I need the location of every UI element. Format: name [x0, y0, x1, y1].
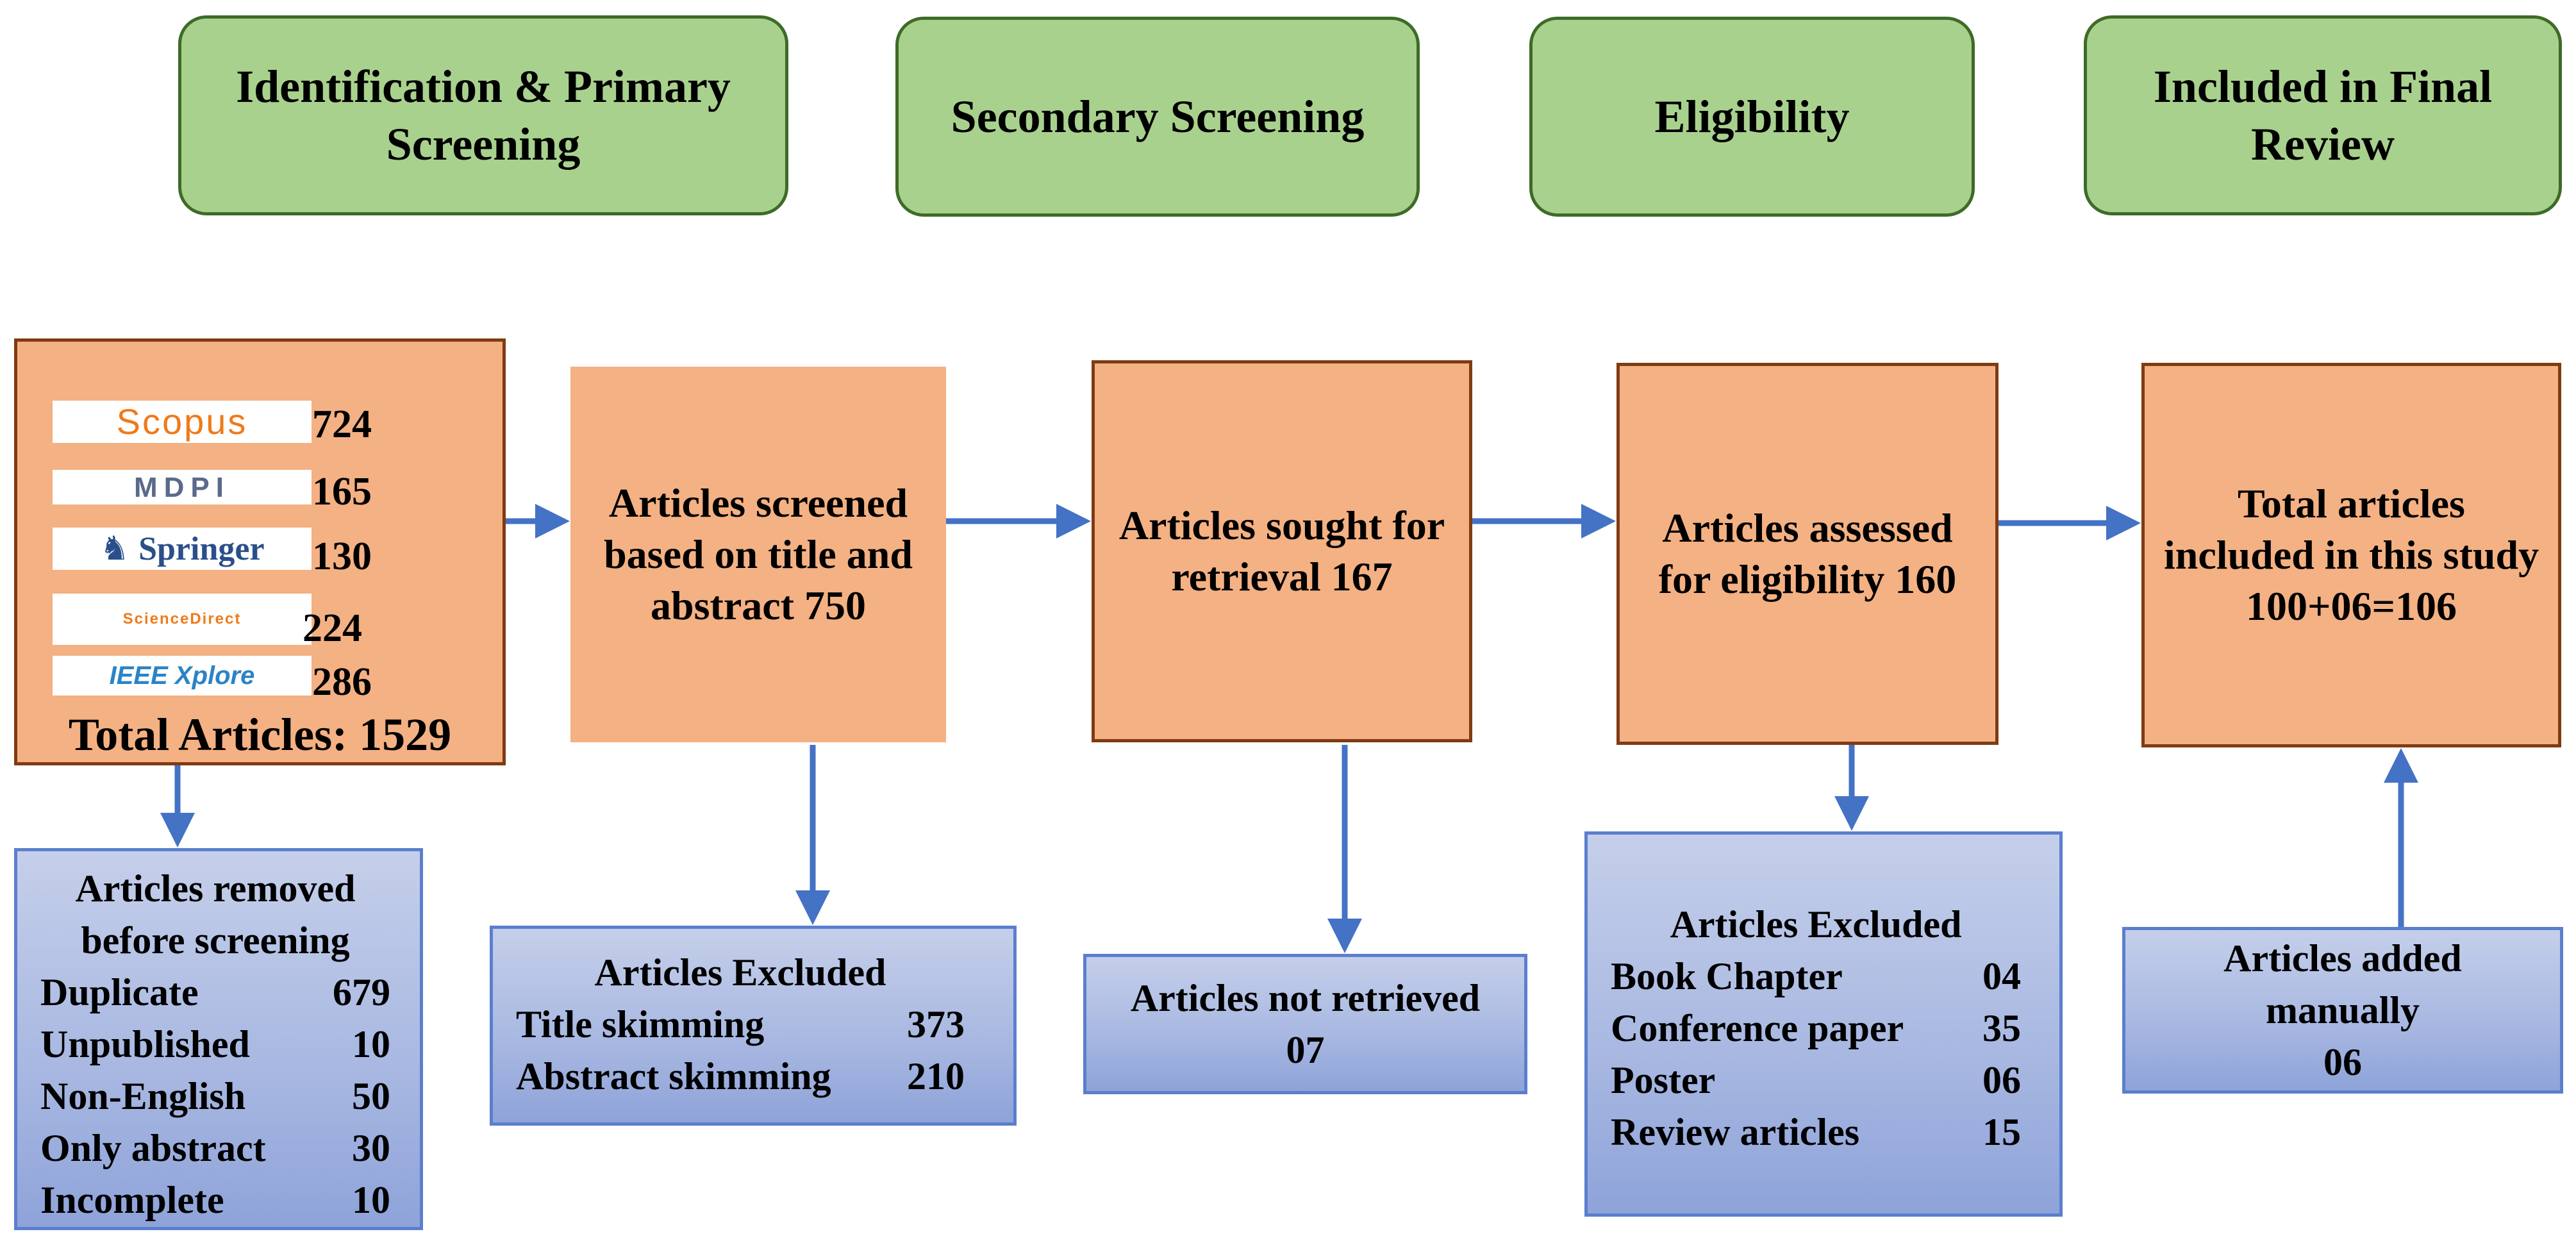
phase-identification: Identification & Primary Screening [178, 15, 788, 215]
stage-screened: Articles screened based on title and abs… [570, 367, 946, 742]
phase-identification-label: Identification & Primary Screening [236, 61, 731, 170]
source-count-sciencedirect: 224 [303, 606, 362, 650]
phase-eligibility: Eligibility [1529, 17, 1975, 217]
added-manually-value: 06 [2323, 1040, 2362, 1083]
springer-horse-icon: ♞ [99, 529, 130, 567]
sciencedirect-logo: ScienceDirect [53, 594, 312, 645]
added-manually-box: Articles added manually 06 [2122, 927, 2563, 1094]
stage-assessed: Articles assessed for eligibility 160 [1616, 363, 1998, 745]
sources-box: Scopus 724 MDPI 165 ♞ Springer 130 Scien… [14, 338, 506, 765]
not-retrieved-box: Articles not retrieved 07 [1083, 954, 1527, 1094]
scopus-logo: Scopus [53, 401, 312, 443]
source-count-springer: 130 [312, 535, 372, 578]
phase-included: Included in Final Review [2084, 15, 2562, 215]
total-articles: Total Articles: 1529 [68, 709, 452, 760]
ieee-xplore-logo: IEEE Xplore [53, 656, 312, 696]
phase-secondary-screening: Secondary Screening [895, 17, 1420, 217]
phase-included-label: Included in Final Review [2153, 61, 2493, 170]
phase-secondary-label: Secondary Screening [951, 91, 1365, 142]
stage-included: Total articles included in this study 10… [2141, 363, 2561, 747]
not-retrieved-title: Articles not retrieved [1130, 976, 1481, 1019]
mdpi-logo: MDPI [53, 470, 312, 504]
phase-eligibility-label: Eligibility [1654, 91, 1850, 142]
not-retrieved-value: 07 [1286, 1028, 1325, 1071]
excluded-screening-title: Articles Excluded [594, 951, 886, 994]
source-count-scopus: 724 [312, 403, 372, 446]
stage-sought: Articles sought for retrieval 167 [1092, 360, 1472, 742]
springer-logo: ♞ Springer [53, 528, 312, 570]
excluded-eligibility-title: Articles Excluded [1670, 903, 1962, 946]
removed-before-screening-box: Articles removed before screening Duplic… [14, 848, 423, 1230]
source-count-ieee: 286 [312, 660, 372, 704]
added-manually-title: Articles added manually [2223, 937, 2462, 1031]
source-count-mdpi: 165 [312, 470, 372, 513]
removed-title: Articles removed before screening [75, 867, 356, 962]
